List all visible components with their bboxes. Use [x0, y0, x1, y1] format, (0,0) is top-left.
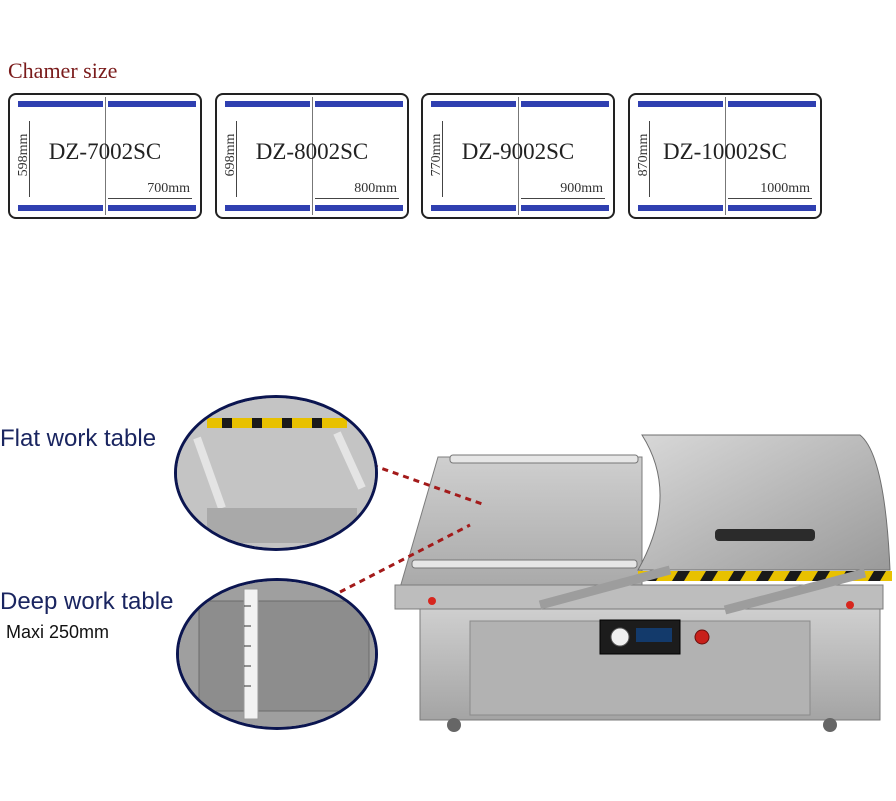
width-arrow: [315, 198, 399, 199]
depth-arrow: [236, 121, 237, 197]
indicator-light-right: [846, 601, 854, 609]
deep-table-zoom-circle: [176, 578, 378, 730]
chamber-divider: [518, 97, 519, 215]
width-arrow: [728, 198, 812, 199]
vacuum-gauge-icon: [610, 627, 630, 647]
seal-bar: [638, 205, 723, 211]
seal-bar-left-bottom: [411, 559, 638, 569]
seal-bar: [225, 205, 310, 211]
digital-display: [636, 628, 672, 642]
depth-arrow: [29, 121, 30, 197]
flat-table-zoom-circle: [174, 395, 378, 551]
seal-bar: [431, 101, 516, 107]
chamber-diagram-dz9002: 770mm DZ-9002SC 900mm: [421, 93, 615, 219]
width-arrow: [521, 198, 605, 199]
max-depth-note: Maxi 250mm: [6, 622, 110, 642]
chamber-divider: [105, 97, 106, 215]
seal-bar: [431, 205, 516, 211]
model-label: DZ-7002SC: [48, 139, 162, 164]
model-label: DZ-8002SC: [255, 139, 369, 164]
chamber-diagram-dz7002: 598mm DZ-7002SC 700mm: [8, 93, 202, 219]
emergency-stop-icon: [694, 629, 710, 645]
indicator-light-left: [428, 597, 436, 605]
width-label: 700mm: [147, 181, 190, 196]
seal-bar: [225, 101, 310, 107]
seal-bar: [108, 205, 196, 211]
swing-arm-left: [538, 565, 672, 610]
deep-work-table-label: Deep work table: [0, 588, 174, 615]
seal-bar: [108, 101, 196, 107]
model-label: DZ-9002SC: [461, 139, 575, 164]
width-arrow: [108, 198, 192, 199]
lid-handle: [715, 529, 815, 541]
chamber-diagram-dz8002: 698mm DZ-8002SC 800mm: [215, 93, 409, 219]
seal-bar: [18, 205, 103, 211]
chamber-diagram-dz10002: 870mm DZ-10002SC 1000mm: [628, 93, 822, 219]
swing-arm-right: [723, 568, 867, 615]
width-label: 800mm: [354, 181, 397, 196]
seal-bar: [728, 101, 816, 107]
seal-bar: [315, 101, 403, 107]
seal-bar: [638, 101, 723, 107]
seal-bar: [18, 101, 103, 107]
seal-bar: [315, 205, 403, 211]
flat-work-table-label: Flat work table: [0, 425, 157, 452]
chamber-size-heading: Chamer size: [8, 58, 118, 83]
seal-bar: [728, 205, 816, 211]
chamber-divider: [312, 97, 313, 215]
seal-bar: [521, 205, 609, 211]
seal-bar: [521, 101, 609, 107]
castor-wheel: [823, 718, 837, 732]
width-label: 1000mm: [760, 181, 810, 196]
seal-bar-left-top: [449, 454, 639, 464]
castor-wheel: [447, 718, 461, 732]
depth-arrow: [442, 121, 443, 197]
chamber-divider: [725, 97, 726, 215]
model-label: DZ-10002SC: [663, 139, 787, 164]
width-label: 900mm: [560, 181, 603, 196]
machine-lid: [637, 434, 891, 571]
depth-arrow: [649, 121, 650, 197]
